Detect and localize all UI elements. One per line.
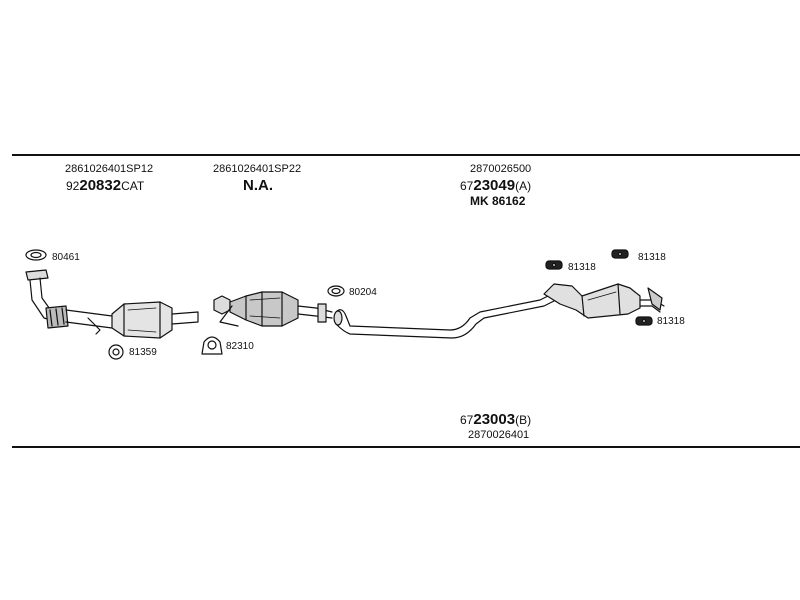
- col3-part-label: 6723049(A): [460, 178, 531, 193]
- bottom-part-main: 23003: [473, 411, 516, 428]
- col1-part-main: 20832: [79, 177, 122, 194]
- rear-muffler-icon: [543, 283, 665, 319]
- col3-kit-label: MK 86162: [470, 194, 526, 208]
- col1-part-prefix: 92: [66, 179, 80, 193]
- bottom-code-label: 2870026401: [468, 429, 530, 441]
- col3-part-suffix: (A): [515, 179, 532, 193]
- top-divider-line: [12, 154, 800, 156]
- center-resonator-icon: [213, 291, 333, 327]
- middle-clamp-icon: [201, 336, 223, 355]
- col2-part-label: N.A.: [243, 177, 273, 194]
- col1-part-label: 9220832CAT: [66, 178, 144, 193]
- col3-part-main: 23049: [473, 177, 516, 194]
- bottom-divider-line: [12, 446, 800, 448]
- part-number-clamp-mid: 82310: [226, 341, 254, 352]
- col2-code-label: 2861026401SP22: [213, 163, 302, 175]
- col3-part-prefix: 67: [460, 179, 474, 193]
- front-clamp-icon: [108, 344, 124, 360]
- part-number-hanger-rear-3: 81318: [657, 316, 685, 327]
- part-number-hanger-rear-1: 81318: [568, 262, 596, 273]
- part-number-gasket-mid: 80204: [349, 287, 377, 298]
- catalytic-converter-icon: [111, 301, 199, 339]
- part-number-hanger-rear-2: 81318: [638, 252, 666, 263]
- col3-code-label: 2870026500: [470, 163, 532, 175]
- bottom-part-suffix: (B): [515, 413, 532, 427]
- bottom-part-prefix: 67: [460, 413, 474, 427]
- part-number-gasket-front: 80461: [52, 252, 80, 263]
- front-downpipe-icon: [25, 269, 113, 335]
- col1-code-label: 2861026401SP12: [65, 163, 154, 175]
- middle-gasket-icon: [327, 285, 345, 297]
- intermediate-pipe-icon: [333, 293, 557, 339]
- front-gasket-icon: [25, 249, 47, 261]
- part-number-clamp-front: 81359: [129, 347, 157, 358]
- col1-part-suffix: CAT: [121, 179, 145, 193]
- bottom-part-label: 6723003(B): [460, 412, 531, 427]
